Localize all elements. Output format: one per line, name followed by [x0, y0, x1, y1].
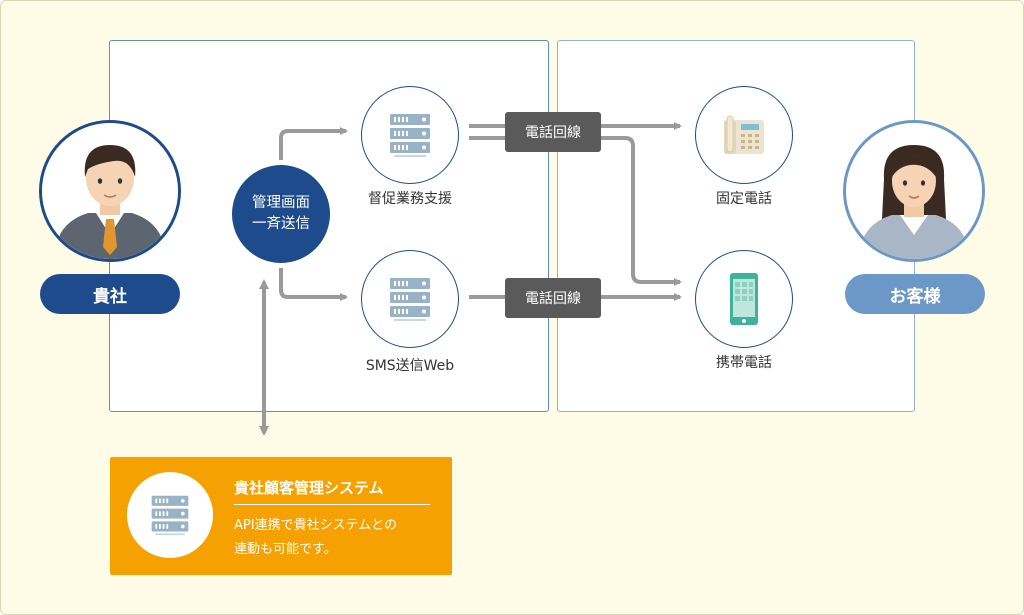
admin-bulk-send-hub: 管理画面 一斉送信 — [232, 165, 330, 263]
phone-line-badge-2: 電話回線 — [505, 278, 601, 318]
customer-label: お客様 — [845, 274, 985, 314]
arrow-tokusoku-to-mobile — [469, 136, 682, 286]
smartphone-icon — [730, 273, 758, 325]
fixed-phone-node — [695, 86, 793, 184]
crm-title: 貴社顧客管理システム — [234, 479, 384, 497]
arrow-hub-to-sms — [279, 268, 348, 301]
phone-line-badge-1: 電話回線 — [505, 112, 601, 152]
crm-icon-circle — [127, 472, 213, 558]
mobile-phone-node — [695, 250, 793, 348]
businesswoman-avatar-icon — [846, 123, 982, 259]
sms-service-label: SMS送信Web — [365, 358, 455, 374]
company-label: 貴社 — [40, 274, 180, 314]
tokusoku-service-node — [361, 86, 459, 184]
sms-service-node — [361, 250, 459, 348]
crm-desc-line-2: 連動も可能です。 — [234, 542, 337, 557]
company-side-panel — [109, 40, 549, 412]
company-avatar — [39, 120, 181, 262]
crm-divider — [234, 504, 430, 505]
customer-avatar — [843, 120, 985, 262]
tokusoku-service-label: 督促業務支援 — [368, 191, 452, 207]
server-icon — [390, 278, 430, 321]
server-icon — [151, 495, 189, 536]
mobile-phone-label: 携帯電話 — [716, 355, 772, 371]
desk-phone-icon — [724, 115, 764, 154]
fixed-phone-label: 固定電話 — [716, 191, 772, 207]
crm-desc-line-1: API連携で貴社システムとの — [234, 518, 398, 533]
hub-line-1: 管理画面 — [252, 195, 310, 211]
crm-description: API連携で貴社システムとの 連動も可能です。 — [234, 514, 444, 562]
arrow-hub-to-tokusoku — [279, 127, 348, 160]
businessman-avatar-icon — [42, 123, 178, 259]
server-icon — [390, 114, 430, 157]
hub-line-2: 一斉送信 — [252, 216, 310, 232]
crm-system-box: 貴社顧客管理システム API連携で貴社システムとの 連動も可能です。 — [110, 457, 452, 575]
